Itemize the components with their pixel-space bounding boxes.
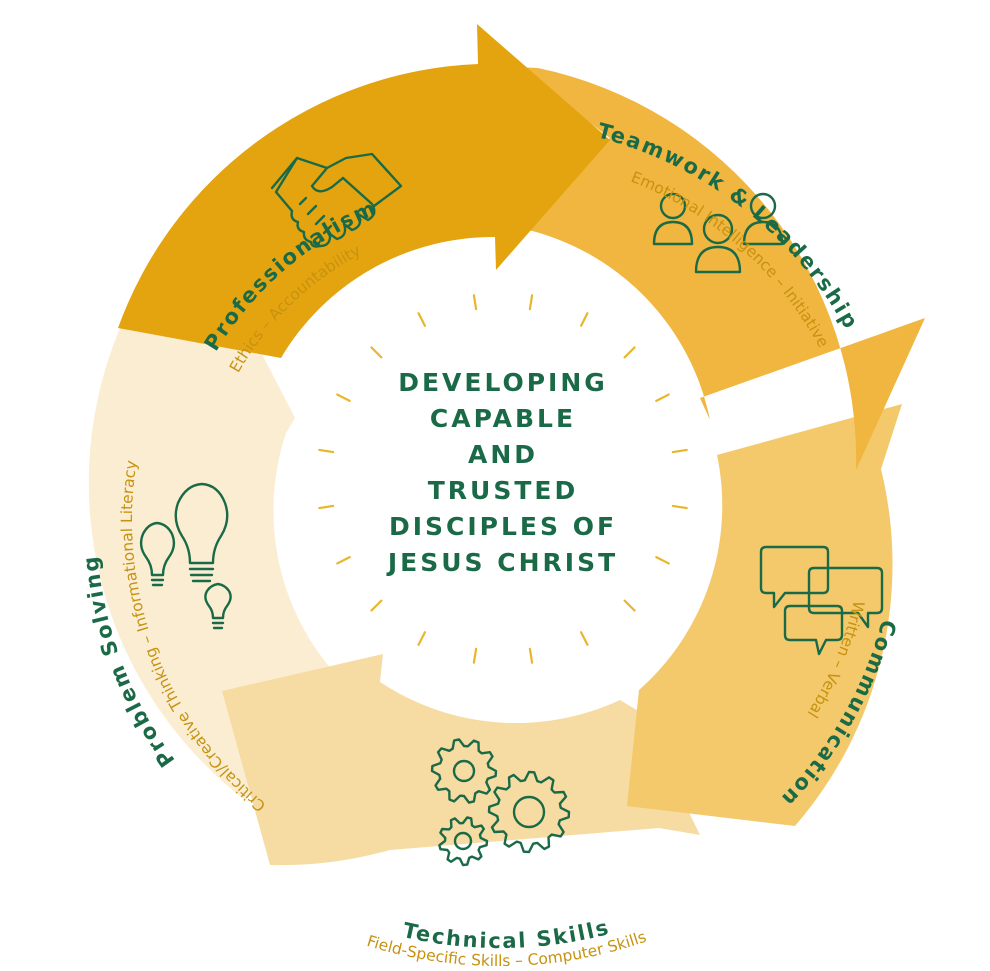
- center-line-3: AND: [468, 440, 538, 469]
- sun-ray: [671, 504, 688, 510]
- sun-ray: [579, 631, 589, 646]
- sun-ray: [655, 393, 670, 403]
- sunburst-rays: [318, 294, 688, 664]
- cycle-arrows: [65, 24, 925, 866]
- sun-ray: [417, 631, 427, 646]
- sun-ray: [655, 555, 670, 565]
- center-statement: DEVELOPING CAPABLE AND TRUSTED DISCIPLES…: [386, 368, 618, 577]
- sun-ray: [336, 555, 351, 565]
- sun-ray: [417, 312, 427, 327]
- problem-solving-arrow: [65, 265, 332, 800]
- speech-bubbles-icon: [759, 545, 884, 656]
- sun-ray: [318, 504, 335, 510]
- people-group-icon: [652, 192, 784, 274]
- sun-ray: [318, 448, 335, 454]
- technical-skills-arrow: [222, 654, 700, 866]
- teamwork-leadership-arrow: [517, 67, 925, 470]
- gear-hole: [453, 831, 473, 851]
- sun-ray: [579, 312, 589, 327]
- gear-hole: [512, 795, 546, 829]
- lightbulbs-icon: [139, 482, 232, 630]
- sun-ray: [623, 346, 636, 359]
- sun-ray: [472, 294, 478, 311]
- gear-outline: [430, 738, 498, 804]
- center-line-4: TRUSTED: [428, 476, 579, 505]
- sun-ray: [671, 448, 688, 454]
- gear-outline: [438, 816, 489, 867]
- sun-ray: [472, 647, 478, 664]
- sun-ray: [370, 346, 383, 359]
- center-line-1: DEVELOPING: [398, 368, 608, 397]
- gear-outline: [487, 770, 571, 854]
- center-line-2: CAPABLE: [430, 404, 576, 433]
- sun-ray: [336, 393, 351, 403]
- professionalism-arrow: [118, 24, 610, 358]
- center-line-6: JESUS CHRIST: [386, 548, 618, 577]
- sun-ray: [623, 599, 636, 612]
- sun-ray: [528, 294, 534, 311]
- center-line-5: DISCIPLES OF: [389, 512, 617, 541]
- sun-ray: [528, 647, 534, 664]
- gear-hole: [452, 759, 476, 783]
- communication-arrow: [627, 404, 902, 826]
- technical-skills-label: Technical Skills Field-Specific Skills –…: [365, 915, 649, 970]
- sun-ray: [370, 599, 383, 612]
- gears-icon: [430, 738, 571, 867]
- handshake-icon: [270, 152, 403, 248]
